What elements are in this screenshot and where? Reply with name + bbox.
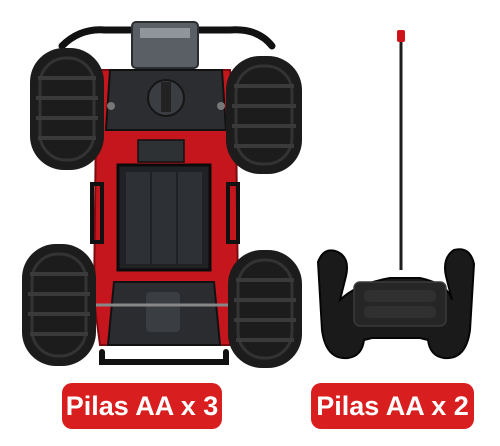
remote-batteries-badge: Pilas AA x 2	[311, 383, 474, 429]
screw-right	[217, 102, 225, 110]
tire-front-right	[226, 56, 302, 174]
antenna-tip	[397, 30, 405, 42]
rc-remote	[316, 30, 476, 360]
motor-housing	[146, 292, 180, 332]
tire-front-left	[30, 48, 104, 170]
tire-rear-left	[22, 244, 96, 366]
power-switch-panel	[137, 139, 185, 163]
battery-slot-3	[178, 172, 202, 264]
right-side-bar	[226, 182, 240, 244]
remote-battery-cover	[353, 281, 447, 327]
remote-battery-slot-1	[364, 290, 436, 302]
left-side-bar	[90, 182, 104, 244]
rc-car	[22, 21, 302, 368]
steering-shaft	[161, 82, 171, 112]
battery-slot-1	[126, 172, 150, 264]
tire-rear-right	[228, 250, 302, 368]
rear-bumper	[99, 349, 229, 365]
battery-slot-2	[152, 172, 176, 264]
car-batteries-badge: Pilas AA x 3	[62, 383, 222, 429]
housing-window	[140, 28, 190, 38]
remote-battery-slot-2	[364, 306, 436, 318]
screw-left	[107, 102, 115, 110]
